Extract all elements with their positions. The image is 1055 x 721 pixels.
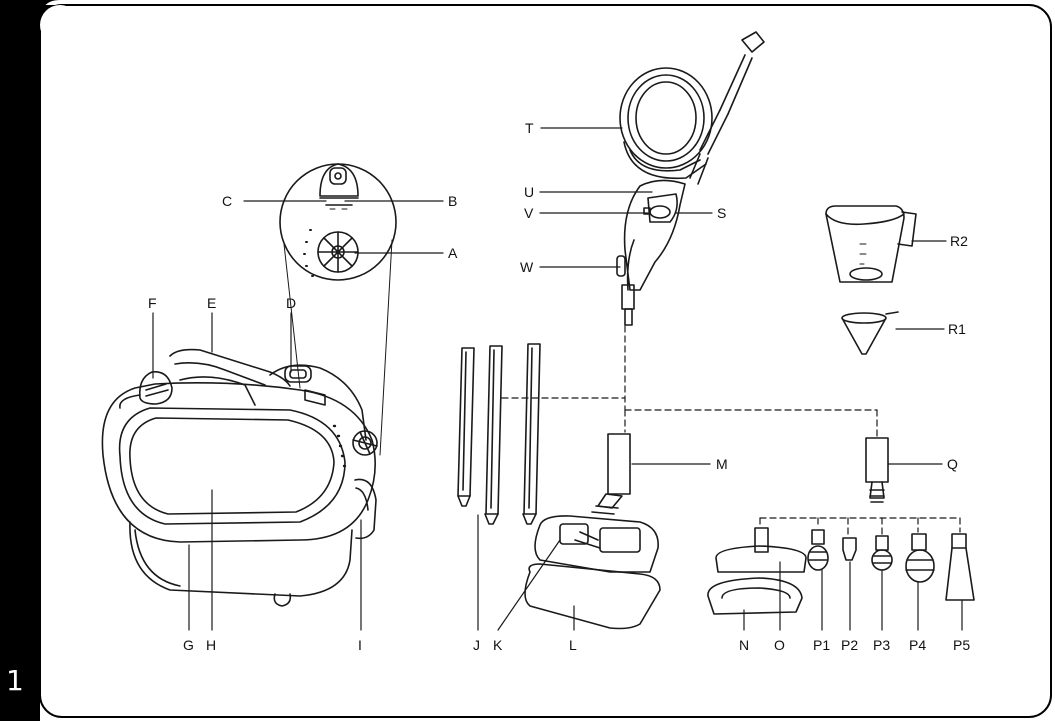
callout-K: K <box>493 637 503 653</box>
callout-O: O <box>774 637 785 653</box>
frame-corner-panel <box>40 5 80 45</box>
frame-band <box>0 0 40 721</box>
callout-M: M <box>716 456 728 472</box>
callout-labels: A B C D E F G H I J K L M N O P1 P2 P3 P… <box>148 120 970 653</box>
callout-W: W <box>520 259 534 275</box>
callout-A: A <box>448 245 458 261</box>
callout-Q: Q <box>947 456 958 472</box>
callout-U: U <box>524 184 534 200</box>
hose-handle-illustration <box>616 31 765 326</box>
callout-F: F <box>148 295 157 311</box>
callout-P5: P5 <box>953 637 970 653</box>
control-zoom-illustration <box>279 163 397 456</box>
callout-D: D <box>286 295 296 311</box>
callout-P2: P2 <box>841 637 858 653</box>
callout-G: G <box>183 637 194 653</box>
callout-N: N <box>739 637 749 653</box>
page-number: 1 <box>6 664 24 697</box>
main-unit-illustration <box>101 348 378 607</box>
extension-tubes-illustration <box>457 343 541 525</box>
callout-R1: R1 <box>948 321 966 337</box>
floor-head-illustration <box>524 433 661 630</box>
callout-T: T <box>525 120 534 136</box>
callout-P4: P4 <box>909 637 926 653</box>
accessories-illustration <box>707 205 975 615</box>
callout-L: L <box>569 637 577 653</box>
callout-J: J <box>473 637 480 653</box>
callout-E: E <box>207 295 216 311</box>
callout-R2: R2 <box>950 233 968 249</box>
frame-panel <box>39 4 1052 718</box>
callout-P1: P1 <box>813 637 830 653</box>
callout-B: B <box>448 193 457 209</box>
callout-S: S <box>717 205 726 221</box>
connector-lines <box>501 325 961 537</box>
callout-I: I <box>358 637 362 653</box>
callout-H: H <box>206 637 216 653</box>
callout-leaders <box>152 127 963 631</box>
callout-P3: P3 <box>873 637 890 653</box>
callout-C: C <box>222 193 232 209</box>
callout-V: V <box>524 205 534 221</box>
